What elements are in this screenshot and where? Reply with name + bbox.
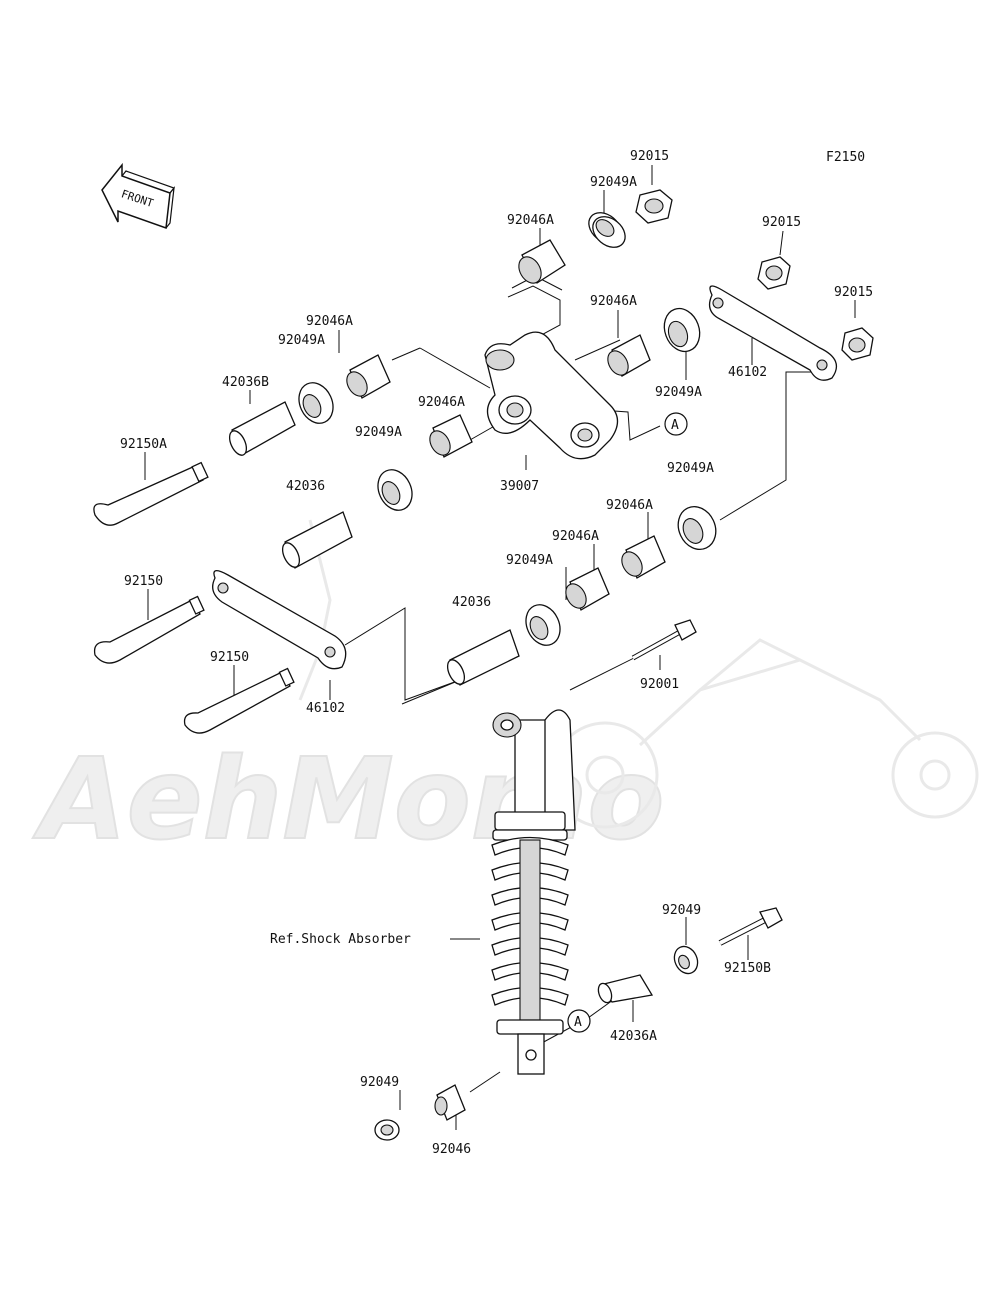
callout-a-upper-label: A [671,418,679,433]
diagram-code: F2150 [826,150,865,165]
nut-92015-right [841,327,874,361]
tie-rod-46102-right [708,285,838,381]
label-46102-right: 46102 [728,365,767,380]
label-92046A-center: 92046A [418,395,465,410]
label-92049A-lower: 92049A [506,553,553,568]
collar-42036-upper [281,511,353,569]
label-42036B: 42036B [222,375,269,390]
shock-absorber [491,709,576,1075]
bushing-92046-bottom [434,1084,466,1121]
label-39007: 39007 [500,479,539,494]
label-92046A-lower-right: 92046A [606,498,653,513]
label-92015-right: 92015 [834,285,873,300]
seal-92049A-lower [525,604,561,646]
label-92150-upper: 92150 [124,574,163,589]
label-92015-top: 92015 [630,149,669,164]
nut-92015-middle [757,256,791,290]
callout-a-upper: A [664,412,688,436]
bolt-92001 [631,619,697,661]
bearing-92046A-lower-right [621,535,666,579]
label-92049A-top: 92049A [590,175,637,190]
bolt-92150-upper [93,595,205,664]
collar-42036B [228,401,296,456]
bolt-92150B [718,907,783,946]
washer-92049-bottom [374,1119,400,1141]
label-42036-lower: 42036 [452,595,491,610]
washer-92049-right [673,945,699,975]
collar-42036-lower [446,629,520,686]
label-92150A: 92150A [120,437,167,452]
bearing-92046A-center [429,414,473,458]
seal-92049A-center [377,469,413,511]
label-92049-bottom: 92049 [360,1075,399,1090]
nut-92015-top [635,189,673,224]
label-92049A-right: 92049A [667,461,714,476]
shock-reference-label: Ref.Shock Absorber [270,932,411,947]
label-92046A-lower-left: 92046A [552,529,599,544]
part-labels: 92015 92049A 92046A 92015 92015 92046A 9… [120,149,873,1157]
callout-a-lower-label: A [574,1015,582,1030]
label-92049A-center: 92049A [355,425,402,440]
seal-92049A-mid-right [663,307,701,353]
bearing-92046A-top [518,239,566,284]
label-92046A-left: 92046A [306,314,353,329]
bearing-92046A-left [346,354,391,399]
label-92049-right: 92049 [662,903,701,918]
label-92015-middle: 92015 [762,215,801,230]
label-42036A: 42036A [610,1029,657,1044]
seal-92049A-left [298,382,334,424]
label-46102-left: 46102 [306,701,345,716]
label-92046A-top: 92046A [507,213,554,228]
bolt-92150-lower [183,667,295,734]
label-92049A-mid: 92049A [655,385,702,400]
seal-92049A-top [588,212,626,248]
seal-92049A-right [677,506,717,550]
tie-rod-46102-left [212,570,347,670]
label-92001: 92001 [640,677,679,692]
label-92150B: 92150B [724,961,771,976]
bearing-92046A-lower-left [565,567,610,611]
watermark-motorcycle-icon [298,519,979,829]
bearing-92046A-mid [607,334,651,377]
front-arrow-icon: FRONT [101,162,175,230]
label-42036-upper: 42036 [286,479,325,494]
callout-a-lower: A [567,1009,591,1033]
label-92046A-mid: 92046A [590,294,637,309]
rocker-arm-39007 [484,331,619,460]
label-92049A-left: 92049A [278,333,325,348]
label-92046-bottom: 92046 [432,1142,471,1157]
label-92150-lower: 92150 [210,650,249,665]
collar-42036A [597,974,654,1004]
bolt-92150A [93,461,209,526]
